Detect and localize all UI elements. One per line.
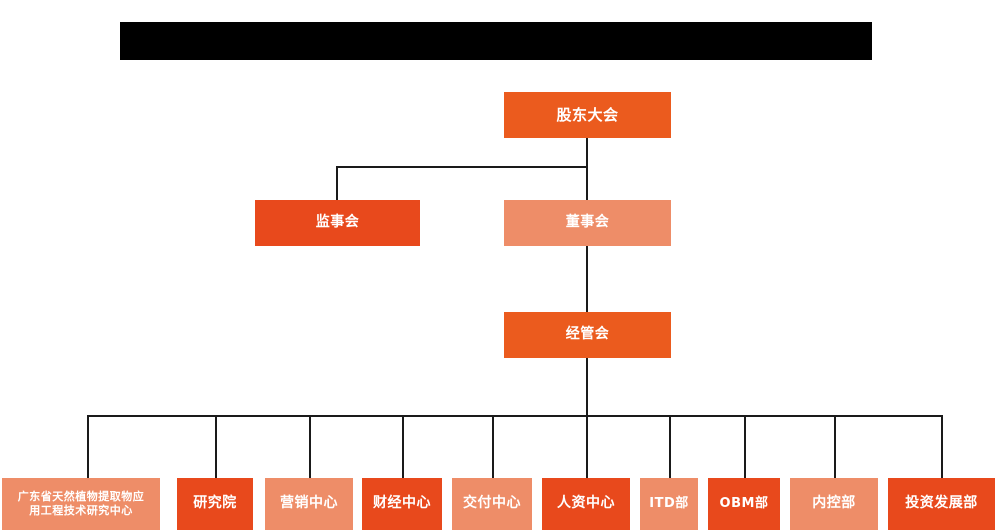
org-node-label: 经管会 — [565, 326, 610, 343]
org-node-label: ITD部 — [649, 495, 689, 511]
org-node-investment-development-department[interactable]: 投资发展部 — [888, 478, 995, 530]
org-node-internal-control-department[interactable]: 内控部 — [790, 478, 878, 530]
connector-drop-delivery-center — [492, 415, 494, 478]
org-node-delivery-center[interactable]: 交付中心 — [452, 478, 532, 530]
org-node-guangdong-research-center[interactable]: 广东省天然植物提取物应 用工程技术研究中心 — [2, 478, 160, 530]
org-node-obm-department[interactable]: OBM部 — [708, 478, 780, 530]
org-node-shareholders-meeting[interactable]: 股东大会 — [504, 92, 671, 138]
org-node-itd-department[interactable]: ITD部 — [640, 478, 698, 530]
org-node-label: 广东省天然植物提取物应 用工程技术研究中心 — [17, 490, 145, 517]
connector-drop-obm-department — [744, 415, 746, 478]
org-node-label: 人资中心 — [557, 495, 615, 512]
org-node-label: 董事会 — [565, 214, 610, 231]
redacted-title-banner — [120, 22, 872, 60]
org-node-label: OBM部 — [719, 495, 769, 511]
connector-drop-guangdong-research-center — [87, 415, 89, 478]
connector-drop-research-institute — [215, 415, 217, 478]
connector-drop-marketing-center — [309, 415, 311, 478]
connector-bus-departments — [87, 415, 942, 417]
org-node-label: 内控部 — [812, 495, 856, 512]
org-node-finance-center[interactable]: 财经中心 — [362, 478, 442, 530]
org-node-label: 监事会 — [315, 214, 360, 231]
org-node-research-institute[interactable]: 研究院 — [177, 478, 253, 530]
connector-drop-human-resources-center — [586, 415, 588, 478]
org-node-board-of-directors[interactable]: 董事会 — [504, 200, 671, 246]
org-node-marketing-center[interactable]: 营销中心 — [265, 478, 353, 530]
org-node-management-committee[interactable]: 经管会 — [504, 312, 671, 358]
org-node-supervisory-board[interactable]: 监事会 — [255, 200, 420, 246]
connector-drop-investment-development — [941, 415, 943, 478]
org-node-label: 交付中心 — [463, 495, 521, 512]
connector-trunk-directors-to-management — [586, 246, 588, 312]
org-node-human-resources-center[interactable]: 人资中心 — [542, 478, 630, 530]
connector-bus-level2 — [336, 166, 588, 168]
org-node-label: 财经中心 — [373, 495, 431, 512]
connector-drop-finance-center — [402, 415, 404, 478]
connector-drop-internal-control — [834, 415, 836, 478]
org-node-label: 营销中心 — [280, 495, 338, 512]
connector-trunk-shareholders-to-directors — [586, 138, 588, 200]
org-node-label: 投资发展部 — [905, 495, 978, 512]
org-node-label: 研究院 — [193, 495, 237, 512]
connector-drop-itd-department — [669, 415, 671, 478]
connector-drop-supervisory-board — [336, 166, 338, 200]
org-node-label: 股东大会 — [556, 105, 619, 124]
